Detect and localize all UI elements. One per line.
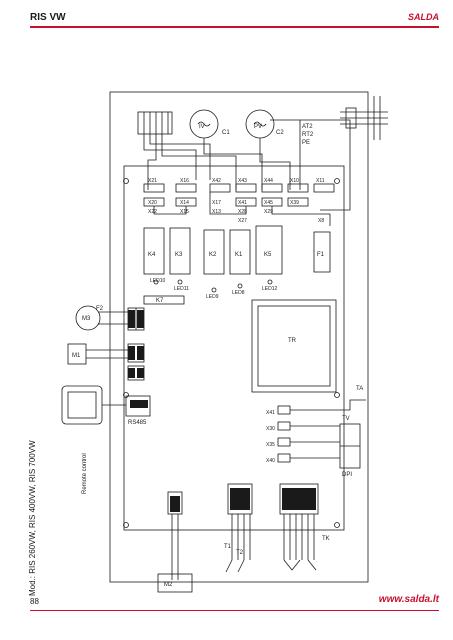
at2-label: AT2 xyxy=(302,124,313,130)
t2-label: T2 xyxy=(236,550,244,556)
fuse-f1-label: F1 xyxy=(317,252,325,258)
relay-k2-label: K2 xyxy=(209,252,217,258)
term-x35: X35 xyxy=(266,442,275,448)
conn-x28: X28 xyxy=(238,209,247,215)
term-x30: X30 xyxy=(266,426,275,432)
footer-divider xyxy=(30,610,439,611)
relay-k4-label: K4 xyxy=(148,252,156,258)
relay-k7 xyxy=(143,295,185,305)
motor-m3 xyxy=(75,305,101,331)
led-10-label: LED10 xyxy=(150,278,166,284)
tv-label: TV xyxy=(342,416,350,422)
relay-k3-label: K3 xyxy=(175,252,183,258)
pe-label: PE xyxy=(302,140,310,146)
conn-x10: X10 xyxy=(290,178,299,184)
conn-x43: X43 xyxy=(238,178,247,184)
motor-m1 xyxy=(67,343,87,365)
conn-x42: X42 xyxy=(212,178,221,184)
relay-k5 xyxy=(255,225,283,275)
relay-k7-label: K7 xyxy=(156,298,164,304)
conn-x27: X27 xyxy=(238,218,247,224)
rt2-label: RT2 xyxy=(302,132,314,138)
pcb-outline xyxy=(123,165,345,531)
motor-m2 xyxy=(157,573,193,593)
f2-label: F2 xyxy=(96,306,104,312)
brand-logo: SALDA xyxy=(408,12,439,22)
ta-label: TA xyxy=(356,386,363,392)
conn-x8: X8 xyxy=(318,218,324,224)
exhaust-fan-label: PV xyxy=(254,124,262,130)
led-12-label: LED12 xyxy=(262,286,278,292)
t1-label: T1 xyxy=(224,544,232,550)
relay-k1 xyxy=(229,229,251,275)
led-11-label: LED11 xyxy=(174,286,189,292)
page-number: 88 xyxy=(30,597,39,606)
header-divider xyxy=(30,26,439,28)
relay-k5-label: K5 xyxy=(264,252,272,258)
conn-x44: X44 xyxy=(264,178,273,184)
relay-k4 xyxy=(143,227,165,275)
fuse-f1 xyxy=(313,231,331,273)
dpi-label: DPI xyxy=(342,472,352,478)
rs485-label: RS485 xyxy=(128,420,147,426)
c1-label: C1 xyxy=(222,130,230,136)
conn-x16: X16 xyxy=(180,178,189,184)
conn-x14: X14 xyxy=(180,200,189,206)
term-x41: X41 xyxy=(266,410,275,416)
website-link[interactable]: www.salda.lt xyxy=(378,594,439,605)
c2-label: C2 xyxy=(276,130,284,136)
transformer xyxy=(251,299,337,393)
tk-label: TK xyxy=(322,536,330,542)
motor-m1-label: M1 xyxy=(72,353,81,359)
conn-x20: X20 xyxy=(148,200,157,206)
relay-k2 xyxy=(203,229,225,275)
led-9-label: LED9 xyxy=(206,294,219,300)
relay-k1-label: K1 xyxy=(235,252,243,258)
supply-fan-label: IV xyxy=(199,124,205,130)
motor-m3-label: M3 xyxy=(82,316,91,322)
term-x40: X40 xyxy=(266,458,275,464)
conn-x11: X11 xyxy=(316,178,325,184)
relay-k3 xyxy=(169,227,191,275)
conn-x13: X13 xyxy=(212,209,221,215)
enclosure-outline xyxy=(109,91,369,583)
rs485-socket xyxy=(125,395,151,417)
conn-x17: X17 xyxy=(212,200,221,206)
mains-terminal-block xyxy=(137,111,173,135)
document-title: RIS VW xyxy=(30,12,66,23)
conn-x41: X41 xyxy=(238,200,247,206)
conn-x22: X22 xyxy=(148,209,157,215)
conn-x39: X39 xyxy=(290,200,299,206)
conn-x29: X29 xyxy=(264,209,273,215)
led-8-label: LED8 xyxy=(232,290,245,296)
conn-x21: X21 xyxy=(148,178,157,184)
conn-x15: X15 xyxy=(180,209,189,215)
conn-x45: X45 xyxy=(264,200,273,206)
motor-m2-label: M2 xyxy=(164,582,173,588)
transformer-label: TR xyxy=(288,338,297,344)
